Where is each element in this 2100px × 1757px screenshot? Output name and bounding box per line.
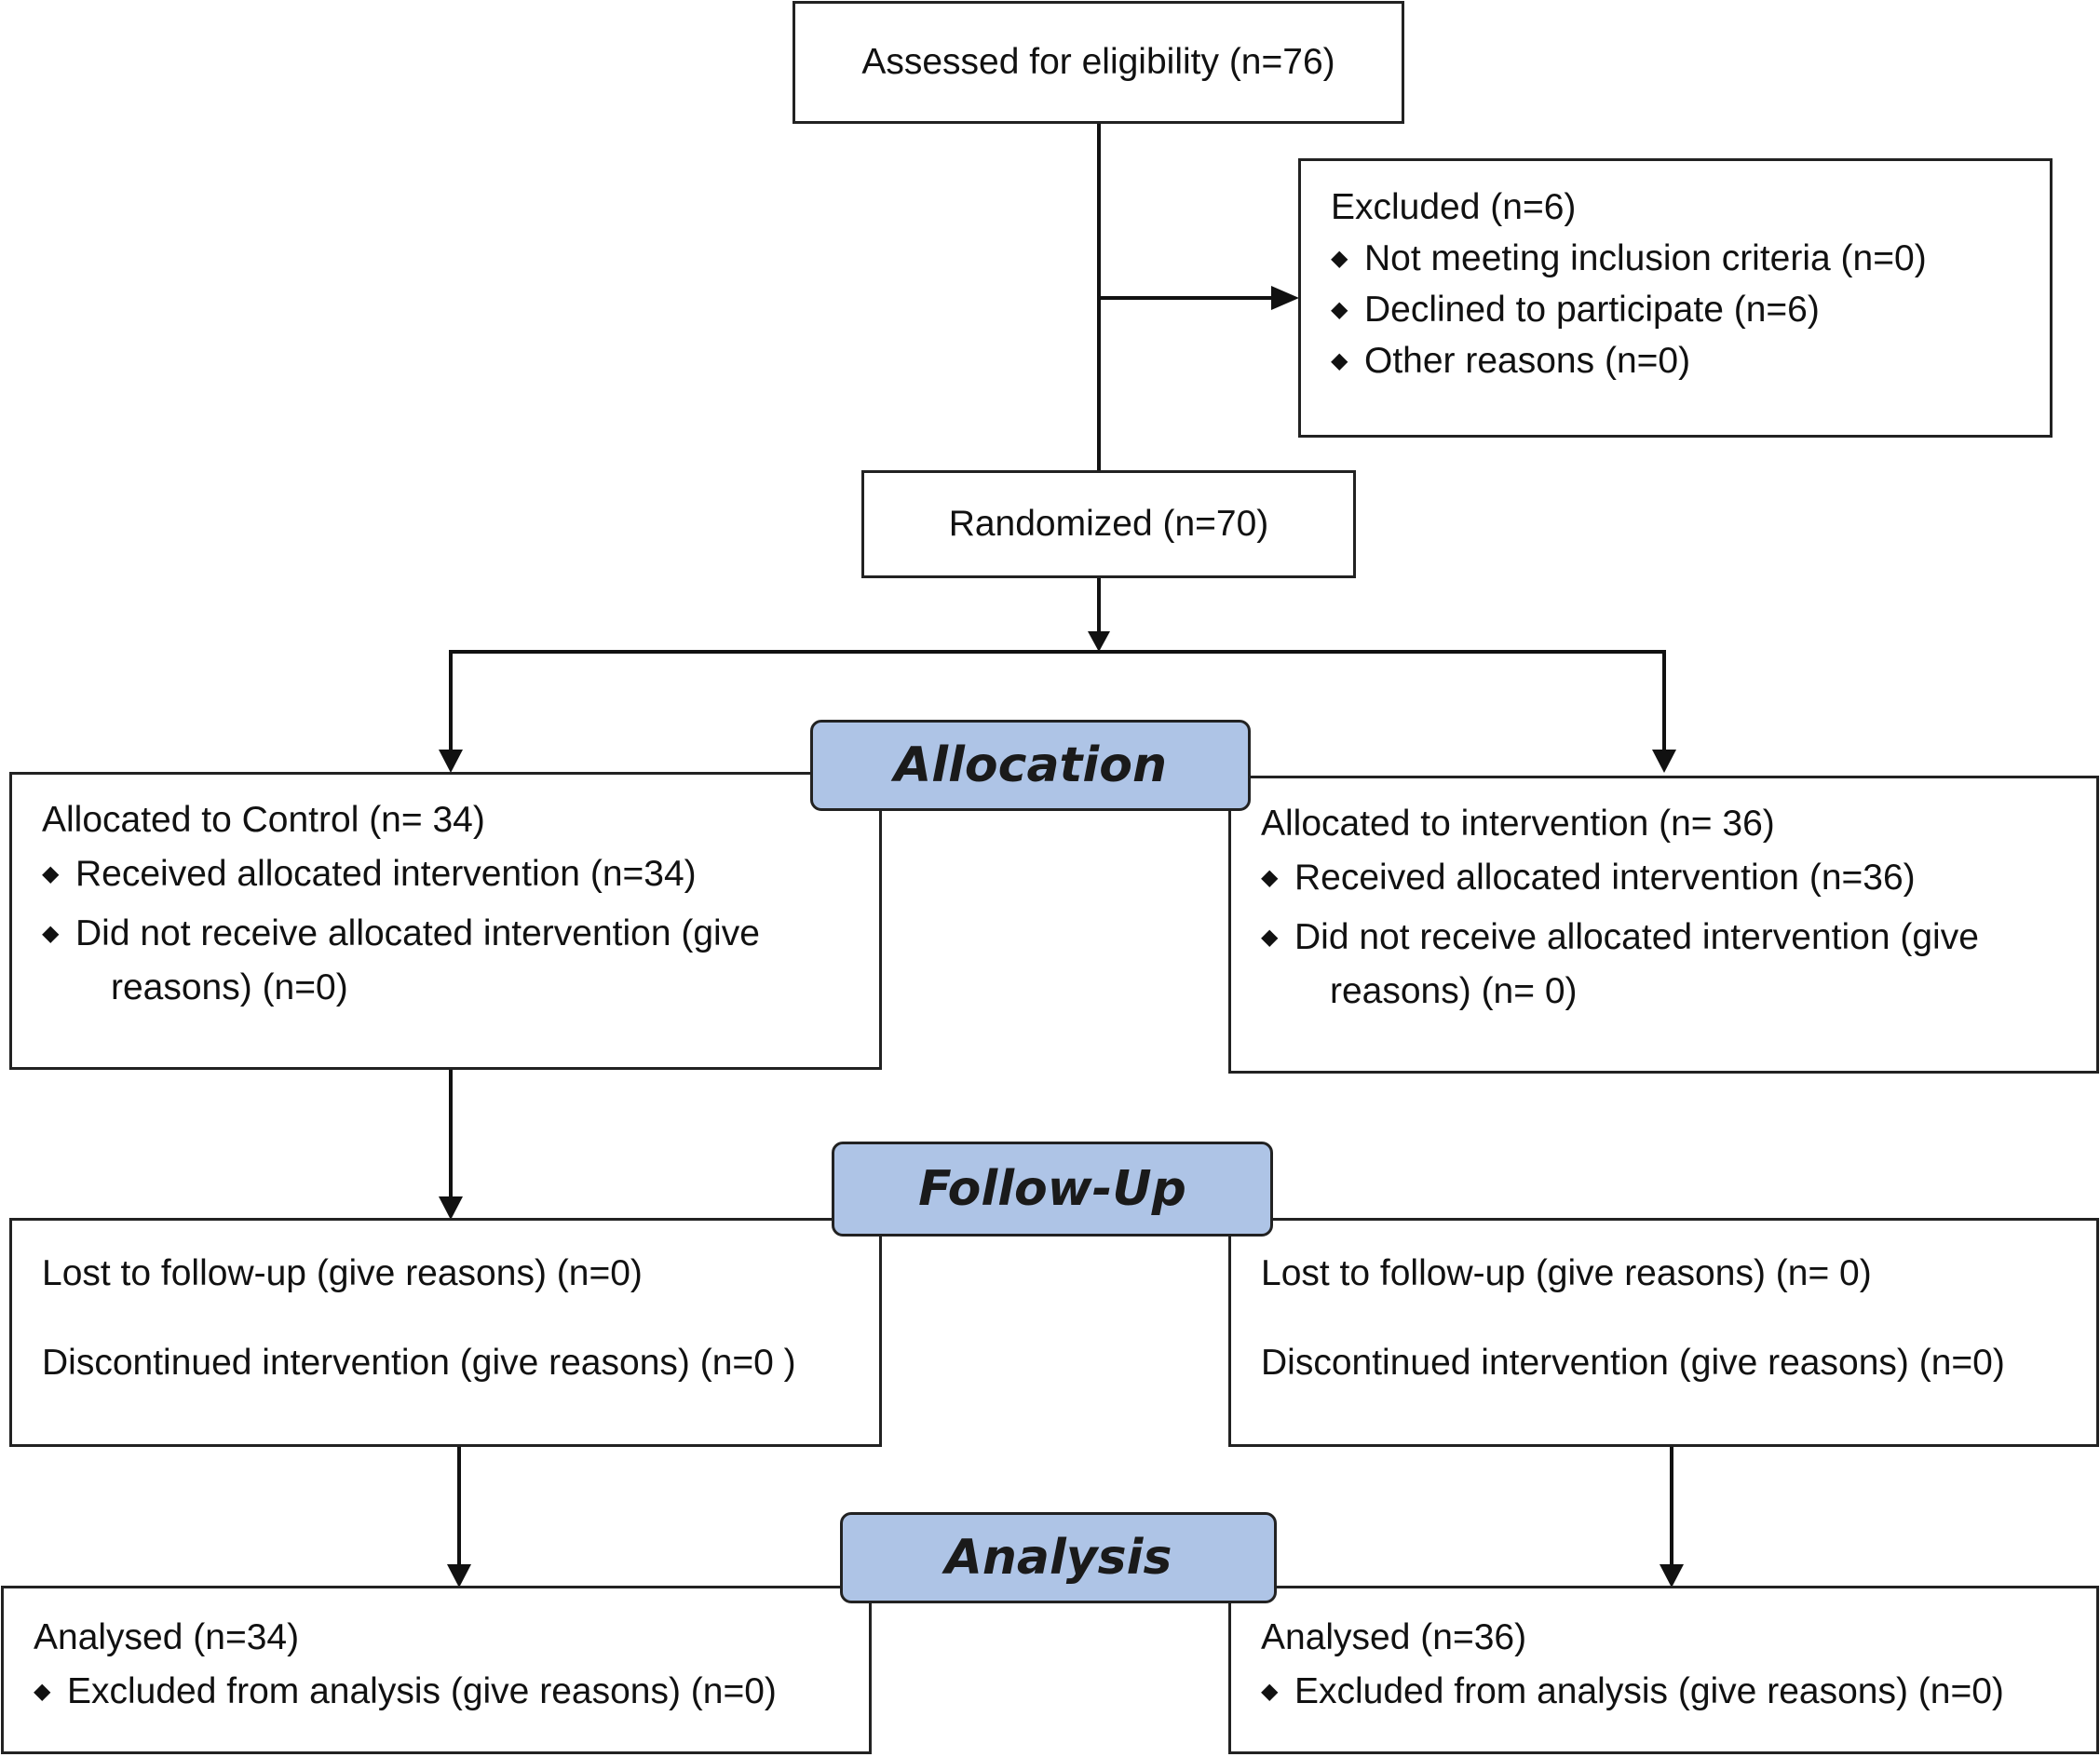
intervention-excluded-analysis-text: Excluded from analysis (give reasons) (n… xyxy=(1294,1671,2004,1711)
intervention-lost-text: Lost to follow-up (give reasons) (n= 0) xyxy=(1261,1253,1872,1293)
control-analysed-text: Analysed (n=34) xyxy=(34,1617,300,1657)
diamond-bullet-icon: ◆ xyxy=(1261,1679,1279,1704)
diamond-bullet-icon: ◆ xyxy=(1331,246,1348,271)
control-lost-text: Lost to follow-up (give reasons) (n=0) xyxy=(42,1253,643,1293)
excluded-arrow-head xyxy=(1271,286,1299,310)
intervention-allocation-title: Allocated to intervention (n= 36) xyxy=(1261,804,1775,844)
control-discontinued-text: Discontinued intervention (give reasons)… xyxy=(42,1343,796,1383)
control-not-received-item: ◆ Did not receive allocated intervention… xyxy=(42,907,849,961)
control-analysis-box: Analysed (n=34) ◆ Excluded from analysis… xyxy=(1,1586,872,1754)
diamond-bullet-icon: ◆ xyxy=(1261,865,1279,890)
intervention-allocation-arrow-head xyxy=(1652,750,1676,773)
intervention-not-received-text: Did not receive allocated intervention (… xyxy=(1294,917,1979,957)
intervention-discontinued-text: Discontinued intervention (give reasons)… xyxy=(1261,1343,2005,1383)
intervention-analysed-text: Analysed (n=36) xyxy=(1261,1617,1527,1657)
follow-up-stage-text: Follow-Up xyxy=(918,1161,1186,1217)
control-excluded-analysis-text: Excluded from analysis (give reasons) (n… xyxy=(67,1671,777,1711)
diamond-bullet-icon: ◆ xyxy=(1331,297,1348,322)
split-line xyxy=(449,650,1666,752)
excluded-item-text: Other reasons (n=0) xyxy=(1364,341,1691,381)
control-followup-arrow-head xyxy=(439,1196,463,1220)
diamond-bullet-icon: ◆ xyxy=(34,1679,51,1704)
control-allocation-arrow-head xyxy=(439,750,463,773)
analysis-stage-label: Analysis xyxy=(840,1512,1277,1603)
randomized-arrow-head xyxy=(1088,631,1110,652)
intervention-received-text: Received allocated intervention (n=36) xyxy=(1294,858,1916,898)
intervention-followup-box: Lost to follow-up (give reasons) (n= 0) … xyxy=(1228,1218,2099,1447)
intervention-received-item: ◆ Received allocated intervention (n=36) xyxy=(1261,851,2066,905)
excluded-item-text: Declined to participate (n=6) xyxy=(1364,290,1820,330)
diamond-bullet-icon: ◆ xyxy=(42,861,60,886)
allocation-stage-label: Allocation xyxy=(810,720,1251,811)
excluded-box: Excluded (n=6) ◆ Not meeting inclusion c… xyxy=(1298,158,2053,438)
excluded-title: Excluded (n=6) xyxy=(1331,187,1577,227)
intervention-allocation-box: Allocated to intervention (n= 36) ◆ Rece… xyxy=(1228,776,2099,1074)
diamond-bullet-icon: ◆ xyxy=(1331,348,1348,373)
control-received-item: ◆ Received allocated intervention (n=34) xyxy=(42,847,849,901)
allocation-stage-text: Allocation xyxy=(894,737,1167,793)
control-not-received-text: Did not receive allocated intervention (… xyxy=(75,913,760,953)
assessed-text: Assessed for eligibility (n=76) xyxy=(861,42,1335,82)
control-analysis-arrow-head xyxy=(447,1564,471,1588)
excluded-item-3: ◆ Other reasons (n=0) xyxy=(1331,335,2020,386)
analysis-stage-text: Analysis xyxy=(944,1530,1172,1586)
randomized-box: Randomized (n=70) xyxy=(861,470,1356,578)
follow-up-stage-label: Follow-Up xyxy=(832,1142,1273,1237)
excluded-item-1: ◆ Not meeting inclusion criteria (n=0) xyxy=(1331,233,2020,284)
diamond-bullet-icon: ◆ xyxy=(1261,925,1279,950)
control-excluded-analysis-item: ◆ Excluded from analysis (give reasons) … xyxy=(34,1665,839,1719)
intervention-excluded-analysis-item: ◆ Excluded from analysis (give reasons) … xyxy=(1261,1665,2066,1719)
control-followup-box: Lost to follow-up (give reasons) (n=0) D… xyxy=(9,1218,882,1447)
randomized-text: Randomized (n=70) xyxy=(948,504,1269,544)
control-not-received-continued: reasons) (n=0) xyxy=(111,967,348,1007)
control-allocation-title: Allocated to Control (n= 34) xyxy=(42,800,485,840)
intervention-analysis-box: Analysed (n=36) ◆ Excluded from analysis… xyxy=(1228,1586,2099,1754)
excluded-item-2: ◆ Declined to participate (n=6) xyxy=(1331,284,2020,335)
excluded-item-text: Not meeting inclusion criteria (n=0) xyxy=(1364,238,1927,278)
intervention-not-received-continued: reasons) (n= 0) xyxy=(1330,971,1578,1011)
control-allocation-box: Allocated to Control (n= 34) ◆ Received … xyxy=(9,772,882,1070)
intervention-analysis-arrow-head xyxy=(1660,1564,1684,1588)
diamond-bullet-icon: ◆ xyxy=(42,921,60,946)
assessed-box: Assessed for eligibility (n=76) xyxy=(793,1,1404,124)
intervention-not-received-item: ◆ Did not receive allocated intervention… xyxy=(1261,911,2066,965)
control-received-text: Received allocated intervention (n=34) xyxy=(75,854,697,894)
